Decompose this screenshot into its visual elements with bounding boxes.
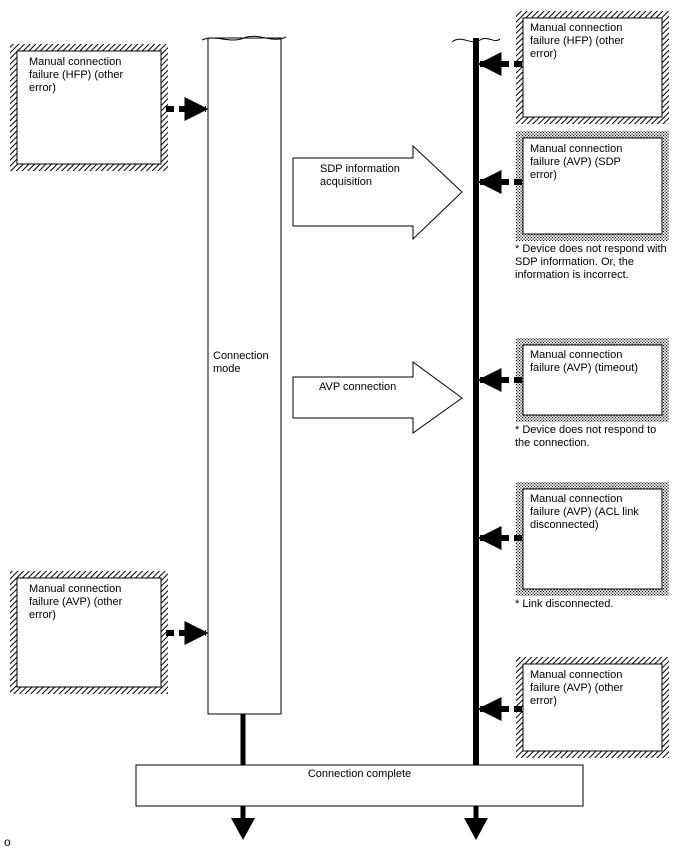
- right-box-5-text: Manual connection failure (AVP) (other e…: [530, 669, 624, 707]
- right-box-3-text: Manual connection failure (AVP) (timeout…: [530, 349, 638, 374]
- right-down-arrowhead: [464, 818, 488, 840]
- connection-mode-label: Connection mode: [213, 350, 269, 375]
- right-box-5: [522, 663, 663, 752]
- left-down-arrowhead: [231, 818, 255, 840]
- column-break-mark: [201, 35, 287, 41]
- sdp-error-note: * Device does not respond with SDP infor…: [515, 243, 667, 281]
- left-top-box: [16, 50, 162, 165]
- link-disconnected-note: * Link disconnected.: [515, 598, 614, 610]
- right-box-3: [522, 344, 663, 416]
- connection-mode-column: [207, 37, 282, 715]
- right-box-4: [522, 488, 663, 590]
- right-box-1-text: Manual connection failure (HFP) (other e…: [530, 22, 625, 60]
- avp-connection-label: AVP connection: [319, 381, 397, 393]
- timeout-note: * Device does not respond to the connect…: [515, 424, 657, 449]
- sdp-acquisition-arrow: [292, 144, 463, 241]
- left-bottom-box: [16, 577, 162, 688]
- right-box-2-text: Manual connection failure (AVP) (SDP err…: [530, 143, 623, 181]
- connection-complete-label: Connection complete: [307, 768, 412, 780]
- footer-mark: o: [4, 835, 11, 849]
- line-break-mark: [451, 37, 501, 43]
- left-bottom-box-text: Manual connection failure (AVP) (other e…: [29, 583, 123, 621]
- connection-complete-box: [135, 764, 584, 807]
- sdp-acquisition-label: SDP information acquisition: [320, 163, 400, 188]
- avp-connection-arrow: [292, 361, 463, 434]
- left-top-box-text: Manual connection failure (HFP) (other e…: [29, 56, 124, 94]
- right-box-1: [522, 17, 663, 118]
- right-box-2: [522, 137, 663, 235]
- right-box-4-text: Manual connection failure (AVP) (ACL lin…: [530, 493, 639, 531]
